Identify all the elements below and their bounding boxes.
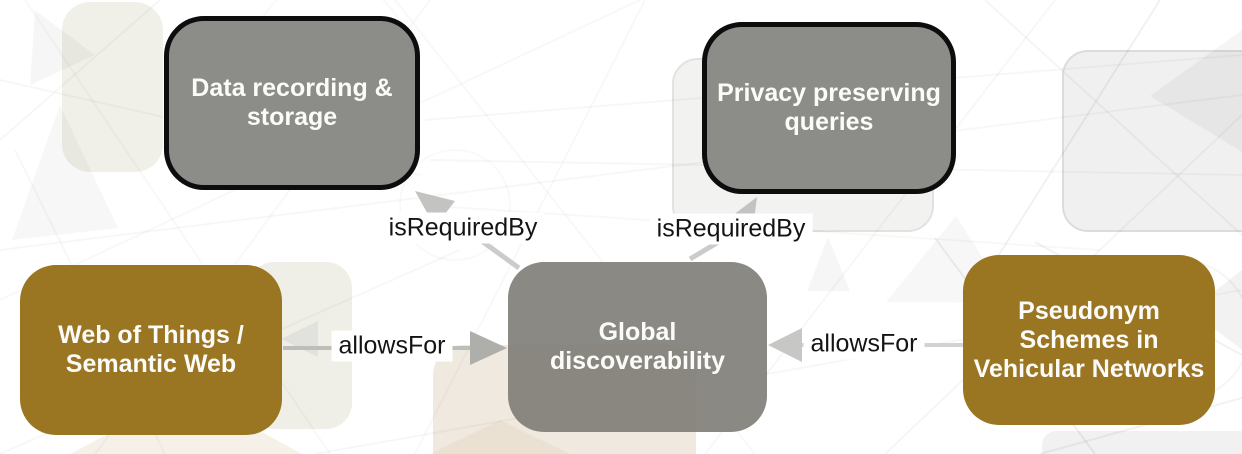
node-label: Web of Things / Semantic Web (58, 321, 244, 378)
background-shape-bottomright (1042, 431, 1242, 454)
node-global-discoverability[interactable]: Global discoverability (508, 262, 767, 432)
edge-label-allowsfor-right: allowsFor (803, 328, 925, 360)
node-label: Data recording & storage (191, 74, 393, 131)
edge-label-isrequiredby-right: isRequiredBy (649, 213, 813, 245)
node-label: Pseudonym Schemes in Vehicular Networks (973, 296, 1205, 383)
background-shape-topleft (62, 2, 163, 172)
arrowhead (470, 331, 507, 365)
arrowhead (768, 328, 802, 362)
node-web-of-things-semantic-web[interactable]: Web of Things / Semantic Web (20, 265, 282, 435)
node-pseudonym-schemes[interactable]: Pseudonym Schemes in Vehicular Networks (963, 255, 1215, 425)
edge-label-isrequiredby-left: isRequiredBy (381, 212, 545, 244)
node-label: Global discoverability (549, 318, 726, 375)
node-privacy-preserving-queries[interactable]: Privacy preserving queries (702, 22, 956, 194)
faint-arrowhead (281, 321, 318, 357)
arrowhead (415, 191, 455, 227)
node-data-recording-storage[interactable]: Data recording & storage (164, 16, 420, 190)
background-shape-right (1062, 50, 1242, 232)
edge-label-allowsfor-left: allowsFor (331, 330, 453, 362)
node-label: Privacy preserving queries (717, 79, 941, 136)
